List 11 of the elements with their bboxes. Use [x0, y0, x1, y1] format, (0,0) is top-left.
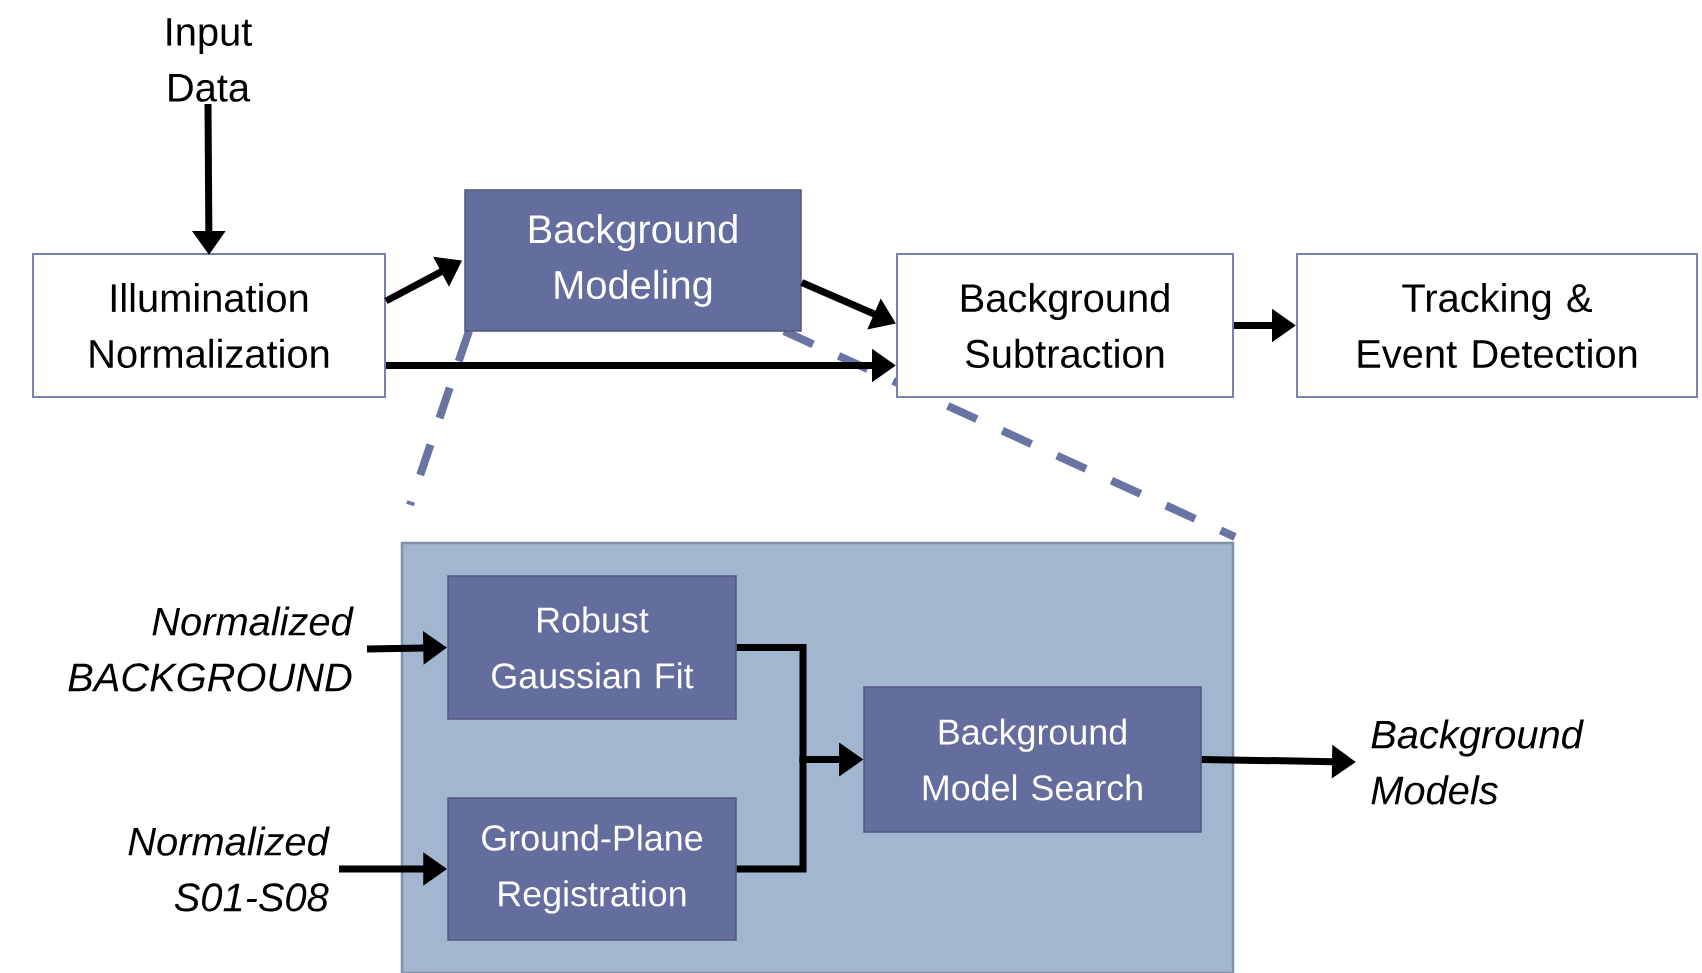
- process-box: Robust Gaussian Fit: [447, 575, 737, 720]
- process-box: Background Model Search: [863, 686, 1202, 833]
- process-box: Background Modeling: [464, 189, 802, 332]
- process-box: Illumination Normalization: [32, 253, 386, 398]
- process-box: Background Subtraction: [896, 253, 1234, 398]
- process-box: Tracking & Event Detection: [1296, 253, 1698, 398]
- data-label: Input Data: [167, 18, 252, 102]
- data-label: Background Models: [1371, 719, 1584, 805]
- data-label: Normalized BACKGROUND: [68, 606, 354, 692]
- process-box: Ground-Plane Registration: [447, 797, 737, 941]
- data-label: Normalized S01-S08: [128, 826, 330, 912]
